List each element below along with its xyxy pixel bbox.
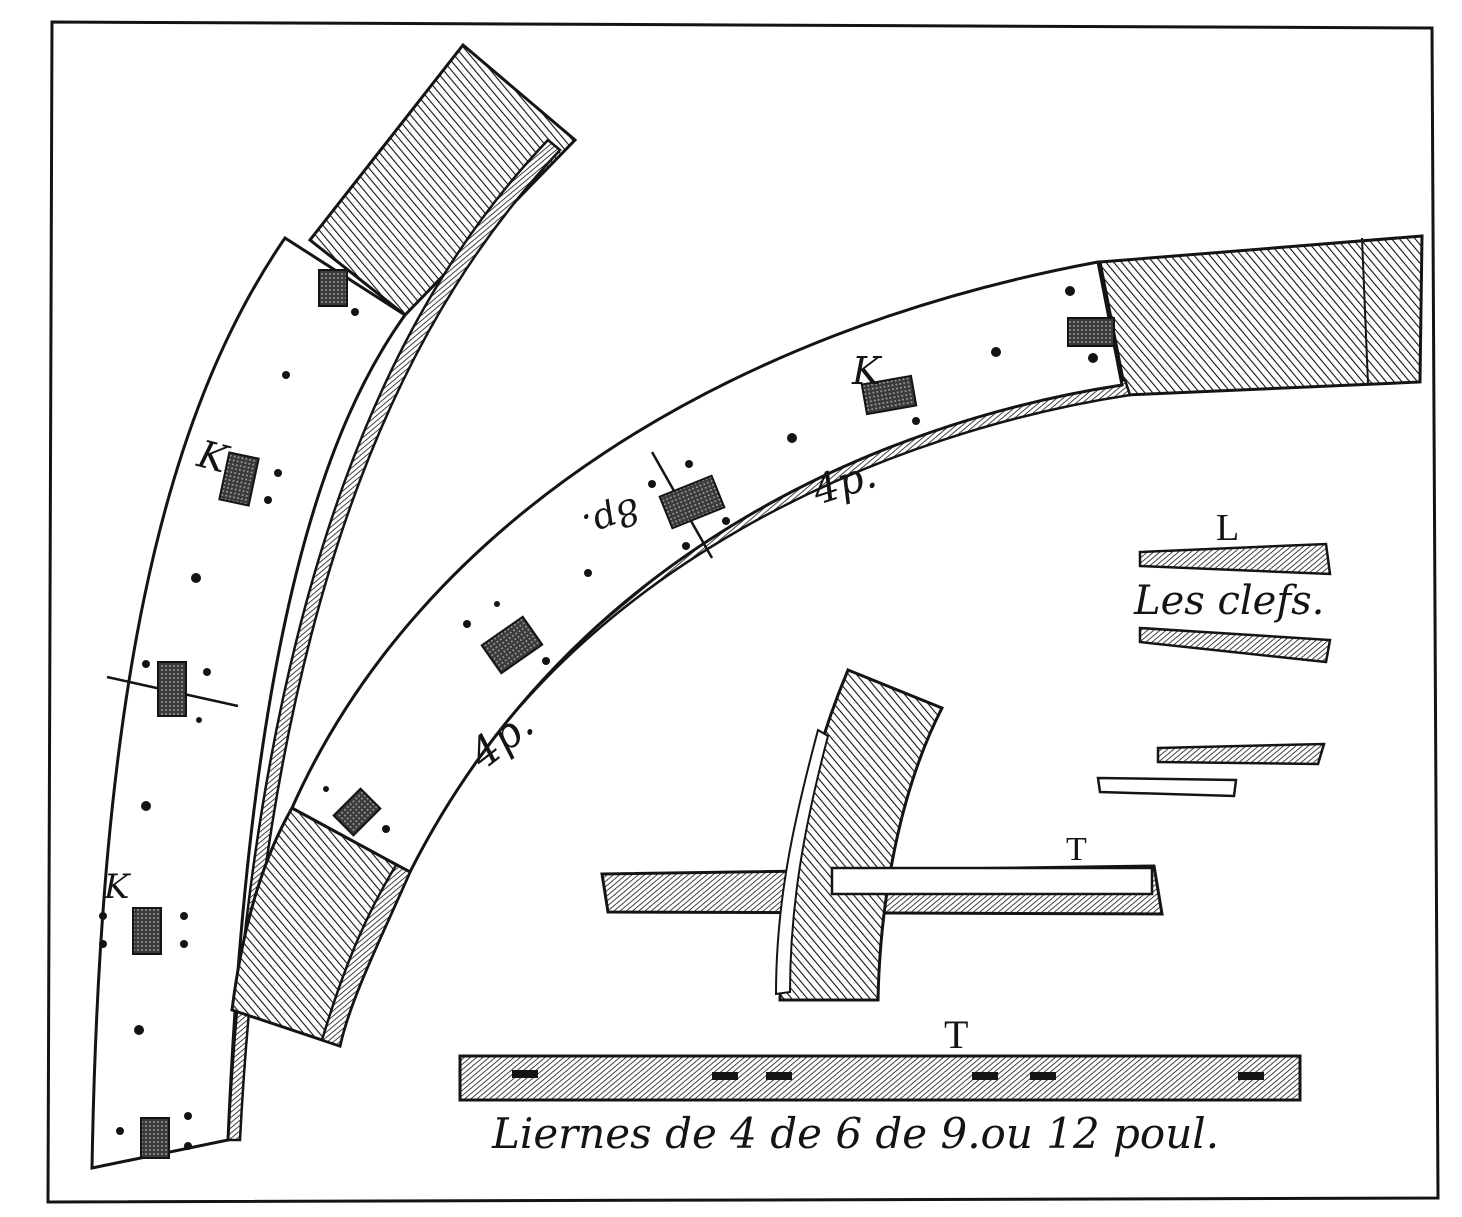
key-slip-lower xyxy=(1096,776,1238,798)
mortise xyxy=(157,661,187,717)
label-key-letter-l: L xyxy=(1216,507,1239,549)
key-upper xyxy=(1138,542,1332,576)
mortise xyxy=(1067,317,1115,347)
label-k-lower-left: K xyxy=(103,867,132,907)
left-rib-top-block xyxy=(307,42,578,318)
inner-rib-timber xyxy=(290,260,1124,875)
mortise xyxy=(480,615,544,675)
lierne-bar xyxy=(458,1054,1302,1102)
inner-rib-end-block xyxy=(1098,234,1424,397)
mortise xyxy=(658,474,726,530)
cross-upright-inner-strip xyxy=(774,728,830,996)
peg-holes-inner xyxy=(323,286,1098,833)
mortise xyxy=(218,451,260,507)
left-curved-rib xyxy=(90,42,578,1170)
labels: K K K 4p. 8p. 4p. L Les clefs. T T Liern… xyxy=(103,349,1324,1158)
cross-collar xyxy=(830,866,1154,896)
cross-assembly xyxy=(600,668,1164,1002)
inner-curved-rib xyxy=(230,234,1424,1048)
left-rib-timber xyxy=(90,235,408,1170)
mortise xyxy=(860,374,918,416)
label-t-bar: T xyxy=(944,1012,968,1057)
mortise xyxy=(332,787,382,837)
keys-group xyxy=(1096,542,1332,798)
peg-holes-left xyxy=(99,308,359,1150)
lierne-bar-body xyxy=(458,1054,1302,1102)
plate-frame xyxy=(46,20,1440,1204)
label-k-inner: K xyxy=(851,349,883,393)
label-t-cross: T xyxy=(1066,831,1087,868)
key-slip-upper xyxy=(1156,742,1326,766)
mortise xyxy=(318,269,348,307)
mortise xyxy=(132,907,162,955)
mortise xyxy=(140,1117,170,1159)
label-les-clefs: Les clefs. xyxy=(1133,578,1324,624)
bottom-caption: Liernes de 4 de 6 de 9.ou 12 poul. xyxy=(491,1109,1219,1158)
key-lower xyxy=(1138,626,1332,664)
